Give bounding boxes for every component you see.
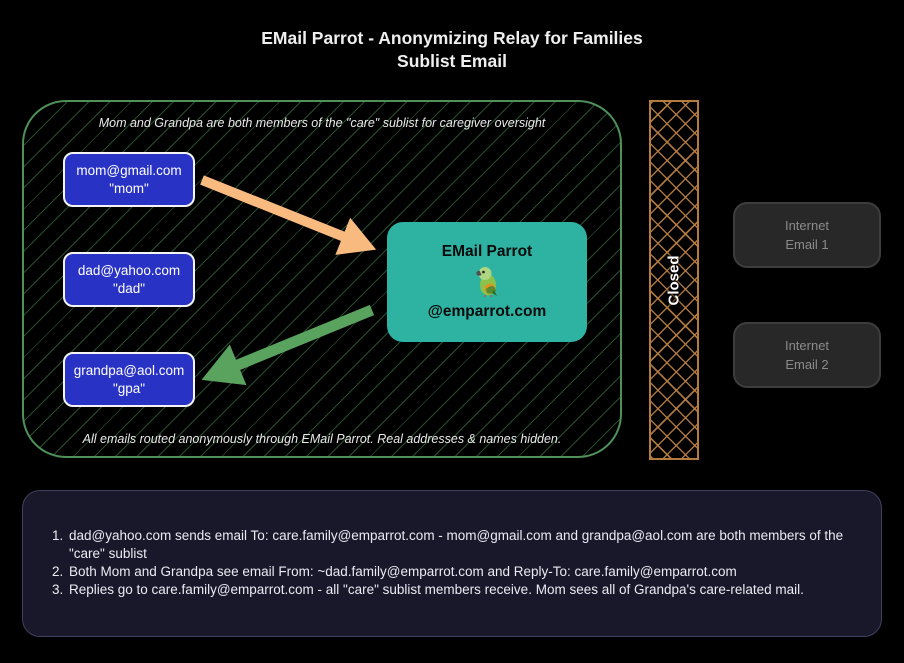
member-alias: "mom": [109, 180, 149, 196]
note-item-2: Both Mom and Grandpa see email From: ~da…: [67, 563, 863, 581]
page-title: EMail Parrot - Anonymizing Relay for Fam…: [0, 27, 904, 73]
note-item-3: Replies go to care.family@emparrot.com -…: [67, 581, 863, 599]
member-email: dad@yahoo.com: [77, 262, 181, 278]
member-node-grandpa: grandpa@aol.com "gpa": [63, 352, 195, 407]
internet-email-2: Internet Email 2: [733, 322, 881, 388]
note-item-1: dad@yahoo.com sends email To: care.famil…: [67, 527, 863, 563]
sublist-bottom-caption: All emails routed anonymously through EM…: [82, 432, 562, 446]
flow-notes-list: dad@yahoo.com sends email To: care.famil…: [67, 527, 863, 599]
title-line-1: EMail Parrot - Anonymizing Relay for Fam…: [261, 28, 643, 48]
member-alias: "dad": [112, 280, 146, 296]
member-email: mom@gmail.com: [76, 162, 182, 178]
closed-label: Closed: [665, 254, 683, 306]
internet-label: Email 2: [785, 357, 829, 372]
internet-email-1: Internet Email 1: [733, 202, 881, 268]
title-line-2: Sublist Email: [397, 51, 507, 71]
member-node-mom: mom@gmail.com "mom": [63, 152, 195, 207]
closed-barrier: Closed: [649, 100, 699, 460]
parrot-icon: [472, 265, 502, 298]
internet-label: Internet: [784, 338, 830, 353]
relay-name: EMail Parrot: [441, 243, 533, 260]
member-email: grandpa@aol.com: [73, 362, 185, 378]
sublist-top-caption: Mom and Grandpa are both members of the …: [98, 116, 546, 130]
internet-label: Email 1: [785, 237, 829, 252]
flow-notes-panel: dad@yahoo.com sends email To: care.famil…: [22, 490, 882, 637]
care-sublist-group: Mom and Grandpa are both members of the …: [22, 100, 622, 458]
member-alias: "gpa": [112, 380, 146, 396]
relay-node-emparrot: EMail Parrot @emparrot.com: [387, 222, 587, 342]
member-node-dad: dad@yahoo.com "dad": [63, 252, 195, 307]
relay-domain: @emparrot.com: [427, 303, 547, 320]
internet-label: Internet: [784, 218, 830, 233]
